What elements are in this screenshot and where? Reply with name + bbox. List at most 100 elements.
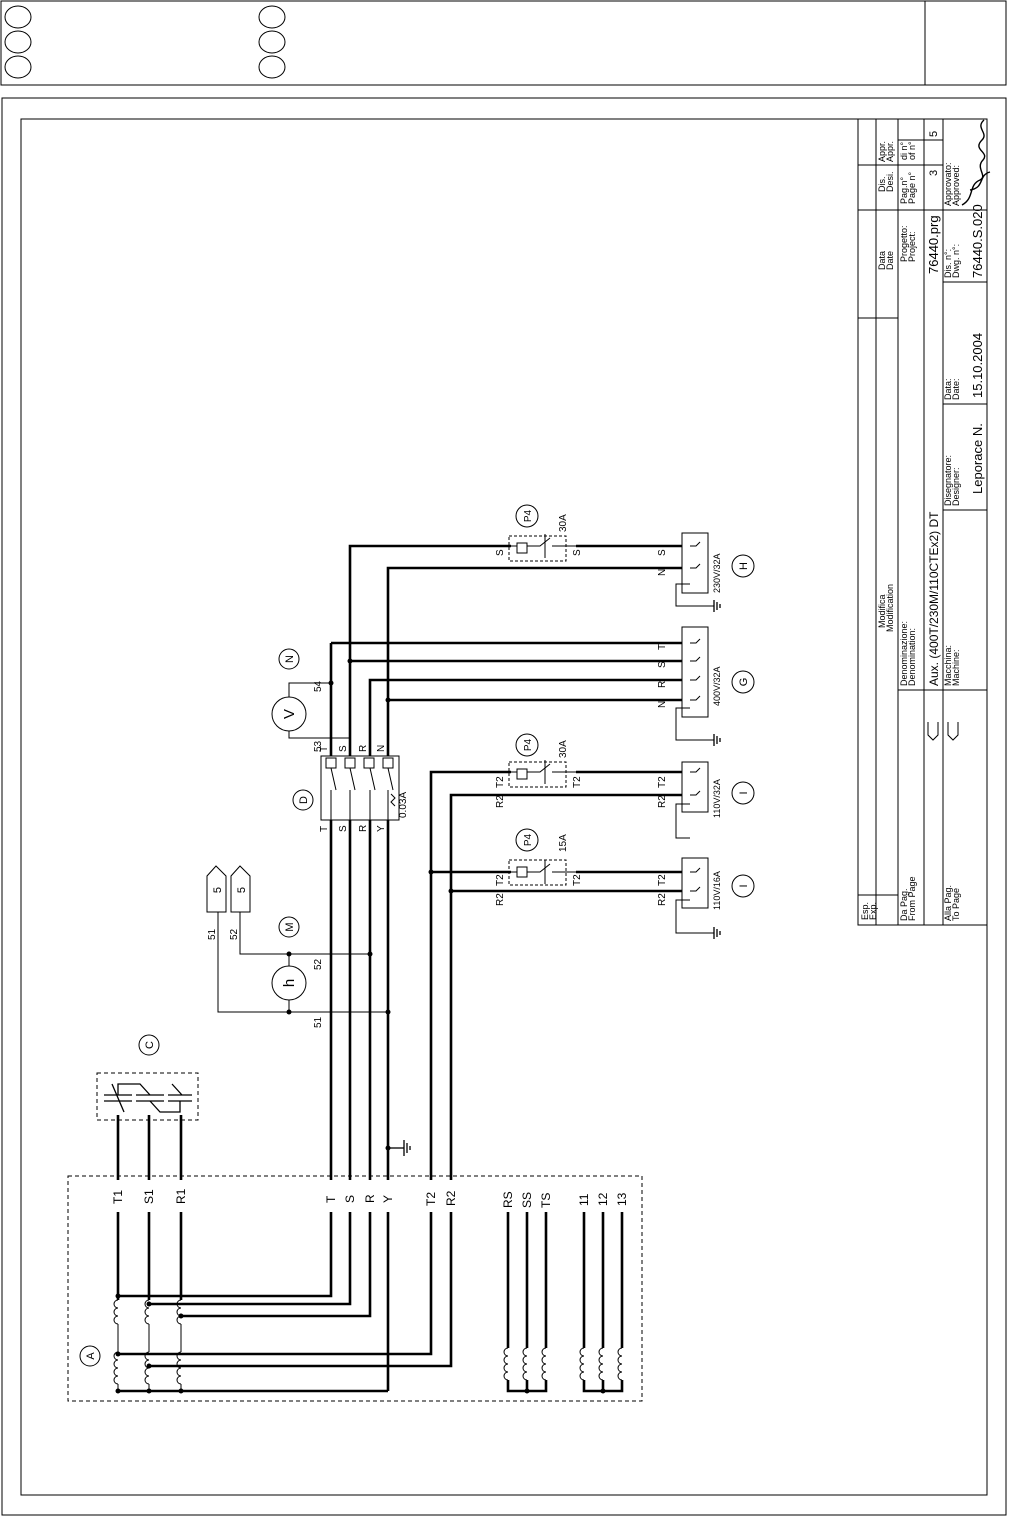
breaker-bot-Y: Y bbox=[376, 825, 387, 832]
outer-frame bbox=[1, 97, 1007, 1516]
term-12: 12 bbox=[596, 1192, 610, 1206]
tb-alla-pag: Alla Pag. bbox=[943, 885, 953, 921]
tb-date2: Date: bbox=[951, 378, 961, 400]
header-oval bbox=[4, 5, 32, 29]
outlet-feed-wires bbox=[329, 544, 682, 893]
component-M-marker bbox=[278, 916, 300, 938]
fuse-label-3: P4 bbox=[523, 509, 534, 522]
wire-53: 53 bbox=[313, 740, 324, 752]
tb-project: Project: bbox=[907, 231, 917, 262]
tb-designer: Designer: bbox=[951, 467, 961, 506]
breaker-top-S: S bbox=[338, 745, 349, 752]
sockets bbox=[675, 532, 714, 934]
header-oval bbox=[258, 5, 286, 29]
tb-date: Date bbox=[885, 251, 895, 270]
term-Y: Y bbox=[381, 1195, 395, 1203]
tb-page-value: 3 bbox=[928, 170, 940, 176]
secondary-coils-rs bbox=[503, 1347, 623, 1381]
term-13: 13 bbox=[615, 1192, 629, 1206]
term-T2: T2 bbox=[424, 1192, 438, 1206]
component-C-marker bbox=[138, 1034, 160, 1056]
capacitor-symbols bbox=[104, 1083, 192, 1113]
term-RS: RS bbox=[501, 1191, 515, 1208]
tb-of-value: 5 bbox=[928, 131, 940, 137]
tb-pagen: Page n° bbox=[907, 171, 917, 204]
tb-modifica: Modifica bbox=[877, 594, 887, 628]
socket3-pin-R: R bbox=[657, 681, 668, 688]
component-C-label: C bbox=[144, 1041, 156, 1049]
socket3-pin-N: N bbox=[657, 701, 668, 708]
tb-denomination-value: Aux. (400T/230M/110CTEx2) DT bbox=[927, 511, 941, 686]
breaker-bot-R: R bbox=[358, 825, 369, 832]
component-N-marker bbox=[278, 648, 300, 670]
socket4-marker-label: H bbox=[738, 562, 750, 570]
page-ref-52: 5 bbox=[236, 887, 248, 893]
component-D-label: D bbox=[298, 796, 310, 804]
fuse-rating-2: 30A bbox=[558, 740, 569, 758]
ground-icon bbox=[388, 1140, 411, 1156]
title-block bbox=[857, 118, 988, 926]
secondary-bus-wires bbox=[118, 1212, 453, 1391]
tb-data: Data bbox=[877, 251, 887, 270]
tb-din: di n° bbox=[899, 141, 909, 160]
header-oval bbox=[4, 55, 32, 79]
component-N-label: N bbox=[284, 655, 296, 663]
tb-disegnatore: Disegnatore: bbox=[943, 455, 953, 506]
fuse1-pin-T2a: T2 bbox=[495, 874, 506, 886]
wire-54: 54 bbox=[313, 680, 324, 692]
fuse-rating-1: 15A bbox=[558, 834, 569, 852]
socket1-pin-R2: R2 bbox=[657, 893, 668, 906]
voltmeter-wiring bbox=[288, 682, 350, 739]
tb-approved: Approved: bbox=[951, 165, 961, 206]
capacitor-box bbox=[96, 1072, 199, 1121]
ref-wire-51: 51 bbox=[207, 928, 218, 940]
tb-pagn: Pag.n° bbox=[899, 176, 909, 204]
voltmeter-label: V bbox=[281, 709, 298, 719]
socket1-rating: 110V/16A bbox=[712, 871, 722, 910]
fuse2-pin-T2b: T2 bbox=[572, 776, 583, 788]
tb-desi: Desi. bbox=[885, 171, 895, 192]
busbar-wires bbox=[329, 770, 682, 1180]
term-R2: R2 bbox=[444, 1190, 458, 1206]
socket4-rating: 230V/32A bbox=[712, 553, 722, 593]
wire-52: 52 bbox=[313, 958, 324, 970]
fuse2-pin-R2: R2 bbox=[495, 795, 506, 808]
fuse1-pin-T2b: T2 bbox=[572, 874, 583, 886]
header-oval bbox=[258, 30, 286, 54]
tb-dwg-value: 76440.S.020 bbox=[970, 204, 985, 278]
socket1-pin-T2: T2 bbox=[657, 874, 668, 886]
hourmeter-wiring bbox=[217, 912, 388, 1013]
tb-date-value: 15.10.2004 bbox=[970, 333, 985, 398]
socket3-rating: 400V/32A bbox=[712, 666, 722, 706]
term-R1: R1 bbox=[174, 1188, 188, 1204]
to-page-arrow-icon bbox=[947, 722, 959, 741]
breaker-top-R: R bbox=[358, 745, 369, 752]
tb-da-pag: Da Pag. bbox=[899, 888, 909, 921]
tap-junctions bbox=[115, 1293, 184, 1394]
socket3-marker-label: G bbox=[738, 678, 750, 687]
fuse-label-2: P4 bbox=[523, 738, 534, 751]
fuse-markers bbox=[515, 504, 539, 852]
header-oval bbox=[4, 30, 32, 54]
tb-to-page: To Page bbox=[951, 888, 961, 921]
breaker-bot-T: T bbox=[319, 826, 330, 832]
tb-dis: Dis. bbox=[877, 177, 887, 193]
tb-macchina: Macchina: bbox=[943, 645, 953, 686]
term-SS: SS bbox=[520, 1192, 534, 1208]
tb-ofn: of n° bbox=[907, 141, 917, 160]
fuse-rating-3: 30A bbox=[558, 514, 569, 532]
term-S1: S1 bbox=[142, 1189, 156, 1204]
socket2-rating: 110V/32A bbox=[712, 779, 722, 818]
tb-esp: Esp. bbox=[860, 902, 870, 920]
voltmeter-symbol bbox=[271, 696, 307, 732]
term-11: 11 bbox=[577, 1193, 591, 1206]
component-A-label: A bbox=[85, 1352, 97, 1360]
wire-51: 51 bbox=[313, 1016, 324, 1028]
transformer-box bbox=[67, 1175, 643, 1402]
socket2-pin-T2: T2 bbox=[657, 776, 668, 788]
component-M-label: M bbox=[284, 922, 296, 931]
socket3-pin-S: S bbox=[657, 661, 668, 668]
breaker-D-box bbox=[320, 755, 400, 821]
